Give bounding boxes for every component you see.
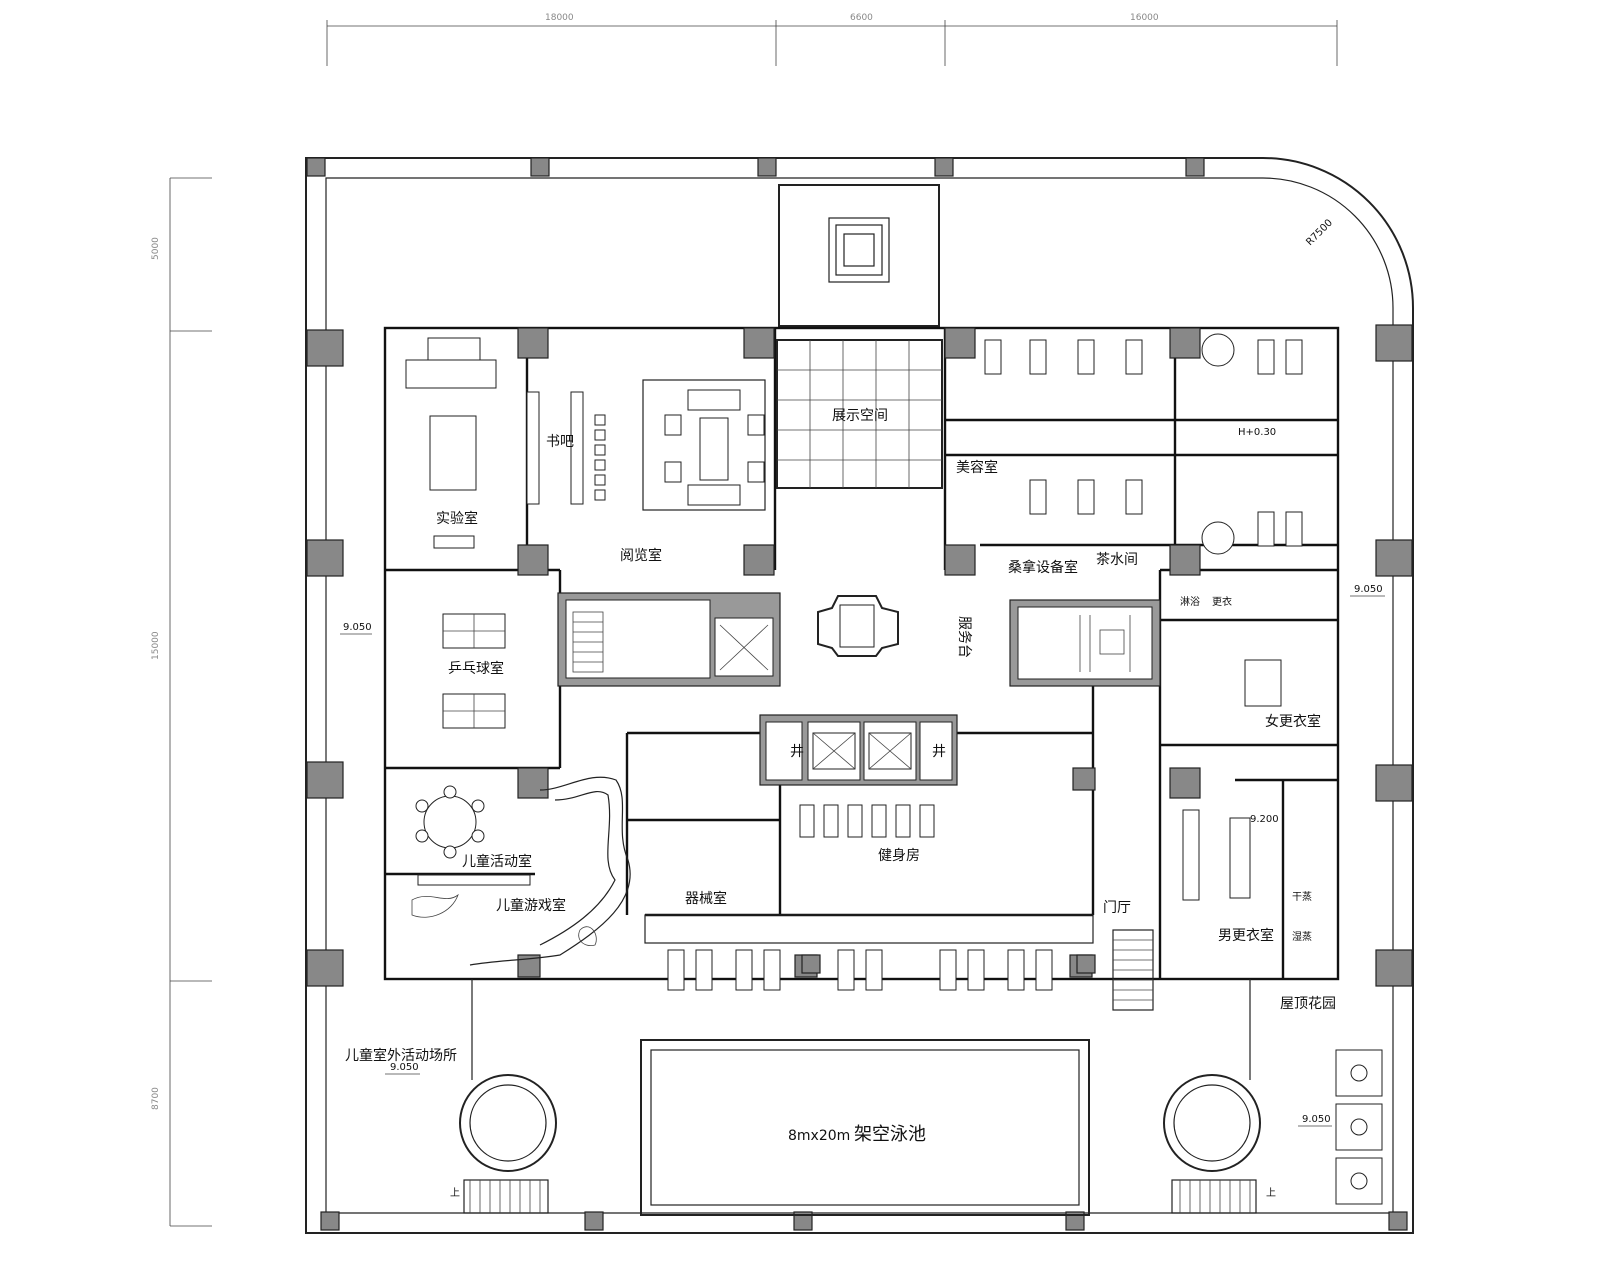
label-dry-sauna: 干蒸 [1292, 891, 1312, 903]
label-steam-room: 湿蒸 [1292, 931, 1312, 943]
central-reception [817, 595, 899, 657]
atrium-grid [776, 339, 943, 489]
dim-left-3: 8700 [151, 1087, 161, 1110]
label-laboratory: 实验室 [436, 510, 478, 527]
label-book-bar: 书吧 [546, 434, 574, 450]
pool-area [459, 929, 1383, 1216]
label-outdoor-children: 儿童室外活动场所 [345, 1047, 457, 1064]
label-hall: 门厅 [1103, 900, 1131, 916]
dim-left-1: 5000 [151, 237, 161, 260]
label-equipment-room: 器械室 [685, 890, 727, 907]
up-marker-west: 上 [450, 1187, 460, 1199]
radius-label: R7500 [1304, 217, 1335, 248]
label-sauna-equipment: 桑拿设备室 [1008, 559, 1078, 576]
dim-top-3: 16000 [1130, 13, 1159, 23]
label-tea-room: 茶水间 [1096, 552, 1138, 568]
up-marker-east: 上 [1266, 1187, 1276, 1199]
dim-top-1: 18000 [545, 13, 574, 23]
furniture [405, 333, 1303, 991]
perimeter-columns [306, 157, 1413, 1231]
top-skylight [778, 184, 940, 327]
label-male-changing: 男更衣室 [1218, 927, 1274, 944]
label-gym: 健身房 [878, 848, 920, 864]
elev-west: 9.050 [343, 622, 372, 633]
elev-east: 9.050 [1354, 584, 1383, 595]
children-play-area [411, 776, 631, 966]
label-female-changing: 女更衣室 [1265, 713, 1321, 730]
label-service-desk: 服务台 [956, 616, 972, 658]
label-roof-garden: 屋顶花园 [1280, 996, 1336, 1012]
stair-core-west [557, 592, 781, 687]
elevator-core-center: 井 [759, 714, 958, 786]
elev-south-east: 9.050 [1302, 1114, 1331, 1125]
dim-left-2: 15000 [151, 631, 161, 660]
label-children-activity: 儿童活动室 [462, 853, 532, 870]
label-beauty-room: 美容室 [956, 459, 998, 476]
pool-size: 8mx20m [788, 1128, 850, 1144]
left-dimension-line: 5000 15000 8700 [151, 177, 212, 1227]
stair-core-east [1009, 599, 1161, 687]
interior-columns [517, 327, 1201, 978]
label-table-tennis: 乒乓球室 [448, 660, 504, 677]
elev-south-west: 9.050 [390, 1062, 419, 1073]
label-shower: 淋浴 [1180, 595, 1200, 608]
label-reading-room: 阅览室 [620, 547, 662, 564]
label-exhibition: 展示空间 [832, 408, 888, 424]
label-shaft-2: 井 [790, 744, 804, 760]
pool-labels: 8mx20m 架空泳池 上 上 井 [450, 744, 1276, 1199]
elev-locker: 9.200 [1250, 814, 1279, 825]
elevation-marks: 9.050 9.050 9.050 9.050 9.200 H+0.30 [340, 427, 1385, 1127]
pool-name: 架空泳池 [854, 1124, 926, 1145]
room-labels: 实验室 书吧 阅览室 展示空间 乒乓球室 儿童活动室 儿童游戏室 器械室 健身房… [345, 408, 1336, 1064]
label-changing: 更衣 [1212, 595, 1232, 608]
top-dimension-line: 18000 6600 16000 [326, 13, 1338, 66]
label-shaft: 井 [932, 744, 946, 760]
elev-spa: H+0.30 [1238, 427, 1276, 438]
dim-top-2: 6600 [850, 13, 873, 23]
label-children-game: 儿童游戏室 [496, 897, 566, 914]
